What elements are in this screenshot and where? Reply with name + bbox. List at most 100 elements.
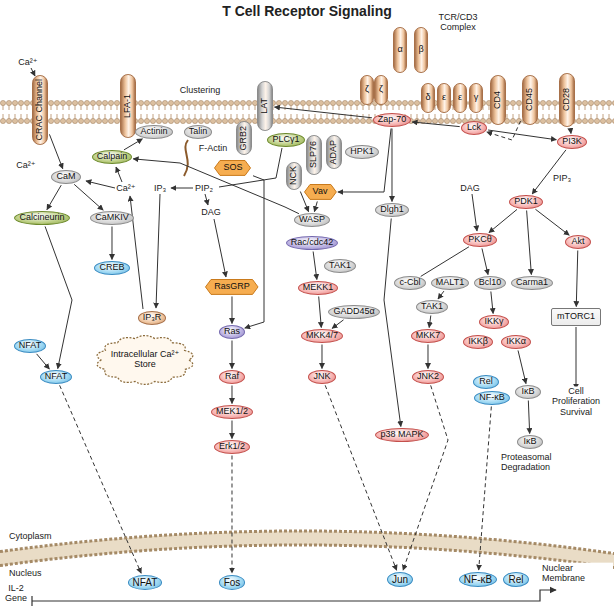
membrane-protein-pill: GRB2 bbox=[236, 121, 252, 155]
node-label: Zap-70 bbox=[378, 115, 407, 125]
protein-oval: MALT1 bbox=[431, 276, 469, 290]
node-label: TAK1 bbox=[421, 302, 443, 312]
annotation-label: Ca²⁺ bbox=[17, 57, 38, 67]
signal-arrow bbox=[391, 129, 392, 202]
node-label: Calcineurin bbox=[19, 213, 64, 223]
node-label: LAT bbox=[260, 98, 270, 114]
receptor-chain: γ bbox=[469, 83, 483, 113]
receptor-chain: ζ bbox=[374, 75, 388, 105]
node-label: CaM bbox=[56, 172, 75, 182]
signal-arrow bbox=[313, 251, 317, 279]
node-label: NFAT bbox=[133, 577, 158, 588]
protein-oval: MEKK1 bbox=[298, 281, 339, 295]
protein-oval: IKKγ bbox=[479, 315, 508, 329]
membrane-protein-pill: LFA-1 bbox=[120, 74, 136, 138]
protein-oval: Akt bbox=[565, 235, 591, 249]
annotation-label: DAG bbox=[459, 183, 481, 193]
node-label: NFAT bbox=[19, 341, 41, 351]
annotation-label: Nuclear Membrane bbox=[541, 563, 613, 584]
signal-arrow bbox=[319, 296, 322, 327]
node-label: CaMKIV bbox=[95, 213, 129, 223]
pip2-arrow bbox=[171, 188, 193, 189]
signal-arrow bbox=[45, 226, 72, 368]
calcium-store-cloud: Intracellular Ca²⁺ Store bbox=[89, 328, 201, 392]
protein-oval: PLCγ1 bbox=[267, 133, 304, 147]
annotation-label: Cytoplasm bbox=[8, 531, 53, 541]
annotation-label: PIP₂ bbox=[194, 183, 214, 193]
signal-arrow bbox=[527, 210, 532, 274]
annotation-label: TCR/CD3 Complex bbox=[431, 12, 485, 33]
receptor-chain: ε bbox=[453, 83, 467, 113]
protein-oval: CaMKIV bbox=[90, 211, 134, 225]
signal-arrow bbox=[47, 185, 61, 210]
protein-oval: Ras bbox=[219, 325, 245, 339]
node-label: Intracellular Ca²⁺ Store bbox=[108, 350, 182, 370]
signal-arrow bbox=[518, 350, 526, 383]
node-label: ζ bbox=[379, 85, 383, 95]
protein-oval: Bcl10 bbox=[474, 276, 507, 290]
protein-oval: Raf bbox=[219, 370, 245, 384]
node-label: Carma1 bbox=[516, 278, 548, 288]
protein-oval: IκB bbox=[517, 435, 543, 449]
node-label: δ bbox=[425, 93, 430, 103]
dag-arrow bbox=[472, 194, 477, 231]
protein-oval: IKKα bbox=[501, 335, 531, 349]
signal-arrow bbox=[111, 227, 112, 260]
nuclear-membrane-heads bbox=[0, 531, 614, 555]
signal-arrow bbox=[488, 130, 556, 140]
signal-arrow bbox=[231, 296, 232, 323]
node-label: Rac/cdc42 bbox=[291, 238, 334, 248]
annotation-label: DAG bbox=[200, 207, 222, 217]
node-label: β bbox=[418, 45, 423, 55]
signal-arrow bbox=[438, 291, 444, 299]
protein-oval: NF-κB bbox=[474, 391, 510, 405]
annotation-label: PIP₃ bbox=[552, 173, 572, 183]
layout-arrows bbox=[31, 68, 576, 389]
node-label: SLP76 bbox=[309, 141, 319, 168]
node-label: ADAP bbox=[329, 140, 339, 165]
node-label: ε bbox=[442, 93, 446, 103]
node-label: PKCθ bbox=[468, 235, 492, 245]
node-label: Erk1/2 bbox=[219, 442, 245, 452]
node-label: α bbox=[397, 45, 402, 55]
protein-oval: Rac/cdc42 bbox=[286, 236, 339, 250]
signal-arrow bbox=[37, 354, 50, 369]
signal-arrow bbox=[314, 201, 317, 211]
protein-oval: NFAT bbox=[14, 339, 46, 353]
signal-arrow bbox=[535, 209, 569, 235]
protein-oval: Rel bbox=[503, 572, 529, 587]
node-label: Akt bbox=[571, 237, 584, 247]
annotation-label: Clustering bbox=[179, 85, 222, 95]
node-label: CRAC Channel bbox=[35, 79, 45, 141]
protein-oval: TAK1 bbox=[324, 259, 356, 273]
node-label: WASP bbox=[299, 215, 325, 225]
exchange-factor-hexagon: RasGRP bbox=[205, 279, 259, 295]
protein-oval: JNK2 bbox=[412, 370, 444, 384]
node-label: TAK1 bbox=[329, 261, 351, 271]
node-label: HPK1 bbox=[350, 147, 374, 157]
membrane-protein-pill: CD45 bbox=[522, 75, 538, 125]
ip3-arrow bbox=[156, 194, 160, 308]
protein-oval: NF-κB bbox=[459, 572, 497, 587]
protein-oval: Calpain bbox=[92, 150, 133, 164]
node-label: Bcl10 bbox=[479, 278, 502, 288]
signal-arrow bbox=[245, 176, 264, 328]
signal-arrow bbox=[231, 341, 232, 369]
protein-oval: HPK1 bbox=[345, 145, 379, 159]
membrane-protein-pill: LAT bbox=[257, 81, 273, 131]
f-actin-strand bbox=[184, 140, 188, 176]
protein-oval: IKKβ bbox=[463, 335, 493, 349]
protein-oval: p38 MAPK bbox=[375, 428, 428, 442]
node-label: NFAT bbox=[45, 372, 67, 382]
node-label: Fos bbox=[224, 577, 241, 588]
protein-oval: Fos bbox=[219, 575, 246, 590]
signal-arrow bbox=[274, 107, 372, 118]
signal-arrow bbox=[421, 247, 469, 277]
signal-arrow bbox=[576, 250, 577, 306]
protein-oval: Carma1 bbox=[511, 276, 553, 290]
dag-arrow bbox=[214, 219, 226, 277]
nuclear-membrane-heads bbox=[0, 545, 614, 569]
signal-arrow bbox=[332, 320, 343, 329]
calcium-release-arrow bbox=[130, 196, 143, 309]
membrane-protein-pill: NCK bbox=[286, 162, 302, 190]
